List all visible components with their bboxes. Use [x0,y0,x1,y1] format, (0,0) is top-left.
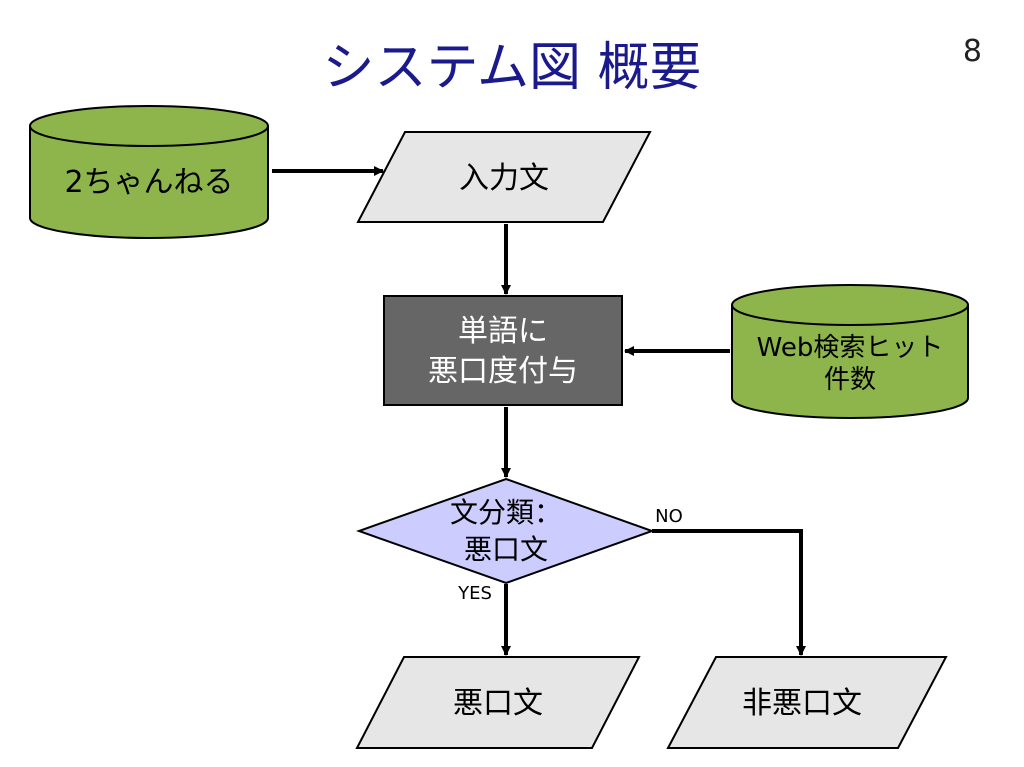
database-web-label-line1: Web検索ヒット [757,333,944,363]
process-node: 単語に 悪口度付与 [383,295,623,406]
output-no-node: 非悪口文 [666,656,948,749]
output-yes-node: 悪口文 [355,656,641,749]
database-2ch: 2ちゃんねる [29,105,269,239]
database-2ch-label: 2ちゃんねる [64,165,233,200]
no-label: NO [655,506,683,527]
decision-node: 文分類： 悪口文 [356,477,655,585]
slide-title: システム図 概要 [322,38,702,98]
yes-label: YES [457,583,492,604]
process-label-line1: 単語に [458,314,548,349]
process-label-line2: 悪口度付与 [428,354,578,389]
output-no-label: 非悪口文 [742,686,862,721]
database-web-label-line2: 件数 [824,365,876,395]
input-node: 入力文 [356,131,652,223]
database-web-hits: Web検索ヒット 件数 [731,284,969,419]
output-yes-label: 悪口文 [453,686,543,721]
decision-label-line1: 文分類： [450,496,562,529]
arrow-decision-to-no [652,529,806,656]
input-node-label: 入力文 [459,161,549,196]
decision-label-line2: 悪口文 [464,533,548,566]
page-number: 8 [962,34,982,69]
